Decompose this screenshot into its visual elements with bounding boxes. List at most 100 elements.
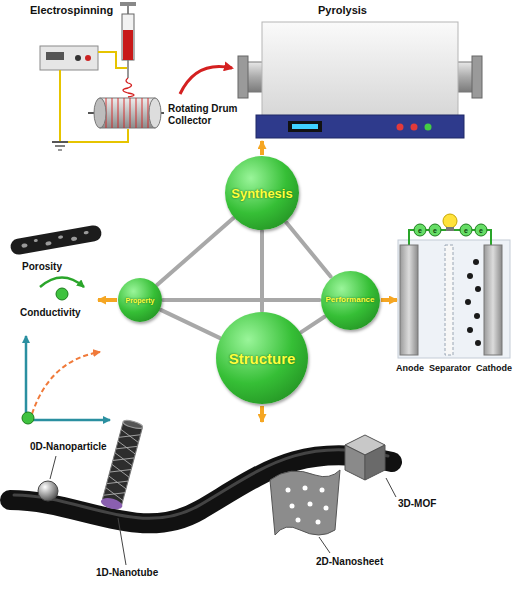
tube-furnace (425, 124, 432, 131)
step-label: Pyrolysis (318, 4, 367, 17)
concept-text: Synthesis (231, 187, 292, 200)
direction-arrow (260, 141, 264, 155)
tube-furnace (472, 56, 482, 98)
syringe (123, 78, 134, 97)
nanosheet (303, 486, 308, 491)
part-label: Rotating Drum Collector (168, 103, 250, 126)
porous-fiber (34, 239, 38, 243)
battery-cell (414, 224, 426, 236)
porous-fiber (9, 224, 102, 256)
battery-cell (484, 245, 502, 355)
mof-cube (345, 435, 396, 497)
power-supply (40, 46, 98, 70)
syringe (122, 14, 134, 60)
nanoparticle (38, 456, 58, 501)
concept-sphere: Performance (321, 271, 380, 330)
battery-cell (429, 224, 441, 236)
nanotube (104, 430, 141, 501)
tube-furnace (238, 22, 482, 138)
battery-cell (474, 313, 480, 319)
porous-fiber (45, 241, 52, 246)
tube-furnace (262, 22, 458, 118)
battery-cell (398, 240, 510, 358)
porous-fiber (58, 235, 63, 239)
nanotube (118, 518, 126, 565)
nanosheet (296, 518, 301, 523)
power-supply (75, 55, 81, 61)
battery-cell (467, 273, 473, 279)
tetrahedron-edge (161, 310, 220, 338)
power-supply (85, 55, 91, 61)
nanotube (100, 496, 124, 511)
property-label: Conductivity (20, 307, 81, 319)
electron-mark: e (464, 227, 468, 234)
porous-fiber (9, 224, 102, 256)
rotating-drum (106, 98, 148, 128)
component-label: Separator (429, 363, 471, 373)
structure-label: 1D-Nanotube (96, 567, 158, 579)
battery-cell (473, 259, 479, 265)
rotating-drum (88, 98, 164, 128)
concept-text: Performance (326, 296, 375, 304)
battery-cell (446, 227, 454, 231)
power-supply (46, 52, 64, 60)
nanosheet (270, 470, 340, 535)
concept-text: Structure (229, 351, 296, 366)
tube-furnace (292, 124, 318, 129)
battery-cell (465, 299, 471, 305)
nanotube (100, 419, 145, 565)
battery-cell (445, 245, 453, 355)
syringe (123, 30, 133, 60)
rotating-drum (100, 98, 155, 128)
tetrahedron-edge (163, 298, 320, 302)
nanosheet (270, 470, 340, 553)
nanosheet (324, 506, 329, 511)
structure-label: 3D-MOF (398, 498, 436, 510)
structure-label: 0D-Nanoparticle (30, 441, 107, 453)
battery-cell (460, 224, 472, 236)
nanosheet (320, 488, 325, 493)
property-cycle (40, 278, 84, 288)
rotating-drum (94, 98, 106, 128)
tetrahedron-edge (286, 222, 330, 276)
battery-cell (475, 224, 487, 236)
component-label: Anode (396, 363, 424, 373)
direction-arrow (98, 298, 117, 302)
high-voltage-wire (55, 145, 65, 147)
porous-fiber (71, 236, 78, 241)
tube-furnace (256, 115, 464, 138)
mof-cube (365, 445, 385, 480)
nanosheet (316, 520, 321, 525)
mof-cube (345, 445, 365, 480)
tube-furnace (397, 124, 404, 131)
conductivity-axes (32, 352, 100, 414)
process-arrow (180, 66, 232, 94)
structure-label: 2D-Nanosheet (316, 556, 383, 568)
nanosheet (319, 537, 330, 553)
syringe (120, 2, 136, 97)
concept-sphere: Structure (216, 312, 308, 404)
step-label: Electrospinning (30, 4, 113, 17)
nanosheet (286, 488, 291, 493)
tube-furnace (238, 56, 248, 98)
nanotube (122, 419, 143, 430)
battery-cell (467, 327, 473, 333)
rotating-drum (149, 98, 161, 128)
electron-mark: e (433, 227, 437, 234)
tetrahedron-edge (157, 218, 233, 285)
battery-cell (443, 214, 457, 228)
concept-text: Property (126, 297, 155, 304)
high-voltage-wire (58, 149, 62, 150)
property-cycle (40, 278, 84, 301)
concept-sphere: Synthesis (225, 156, 299, 230)
direction-arrow (98, 141, 397, 422)
property-label: Porosity (22, 261, 62, 273)
direction-arrow (260, 406, 264, 422)
syringe (120, 2, 136, 6)
conductivity-axes (26, 419, 110, 422)
direction-arrow (381, 298, 397, 302)
conductivity-axes (22, 336, 110, 424)
component-label: Cathode (476, 363, 512, 373)
nanosheet (290, 504, 295, 509)
